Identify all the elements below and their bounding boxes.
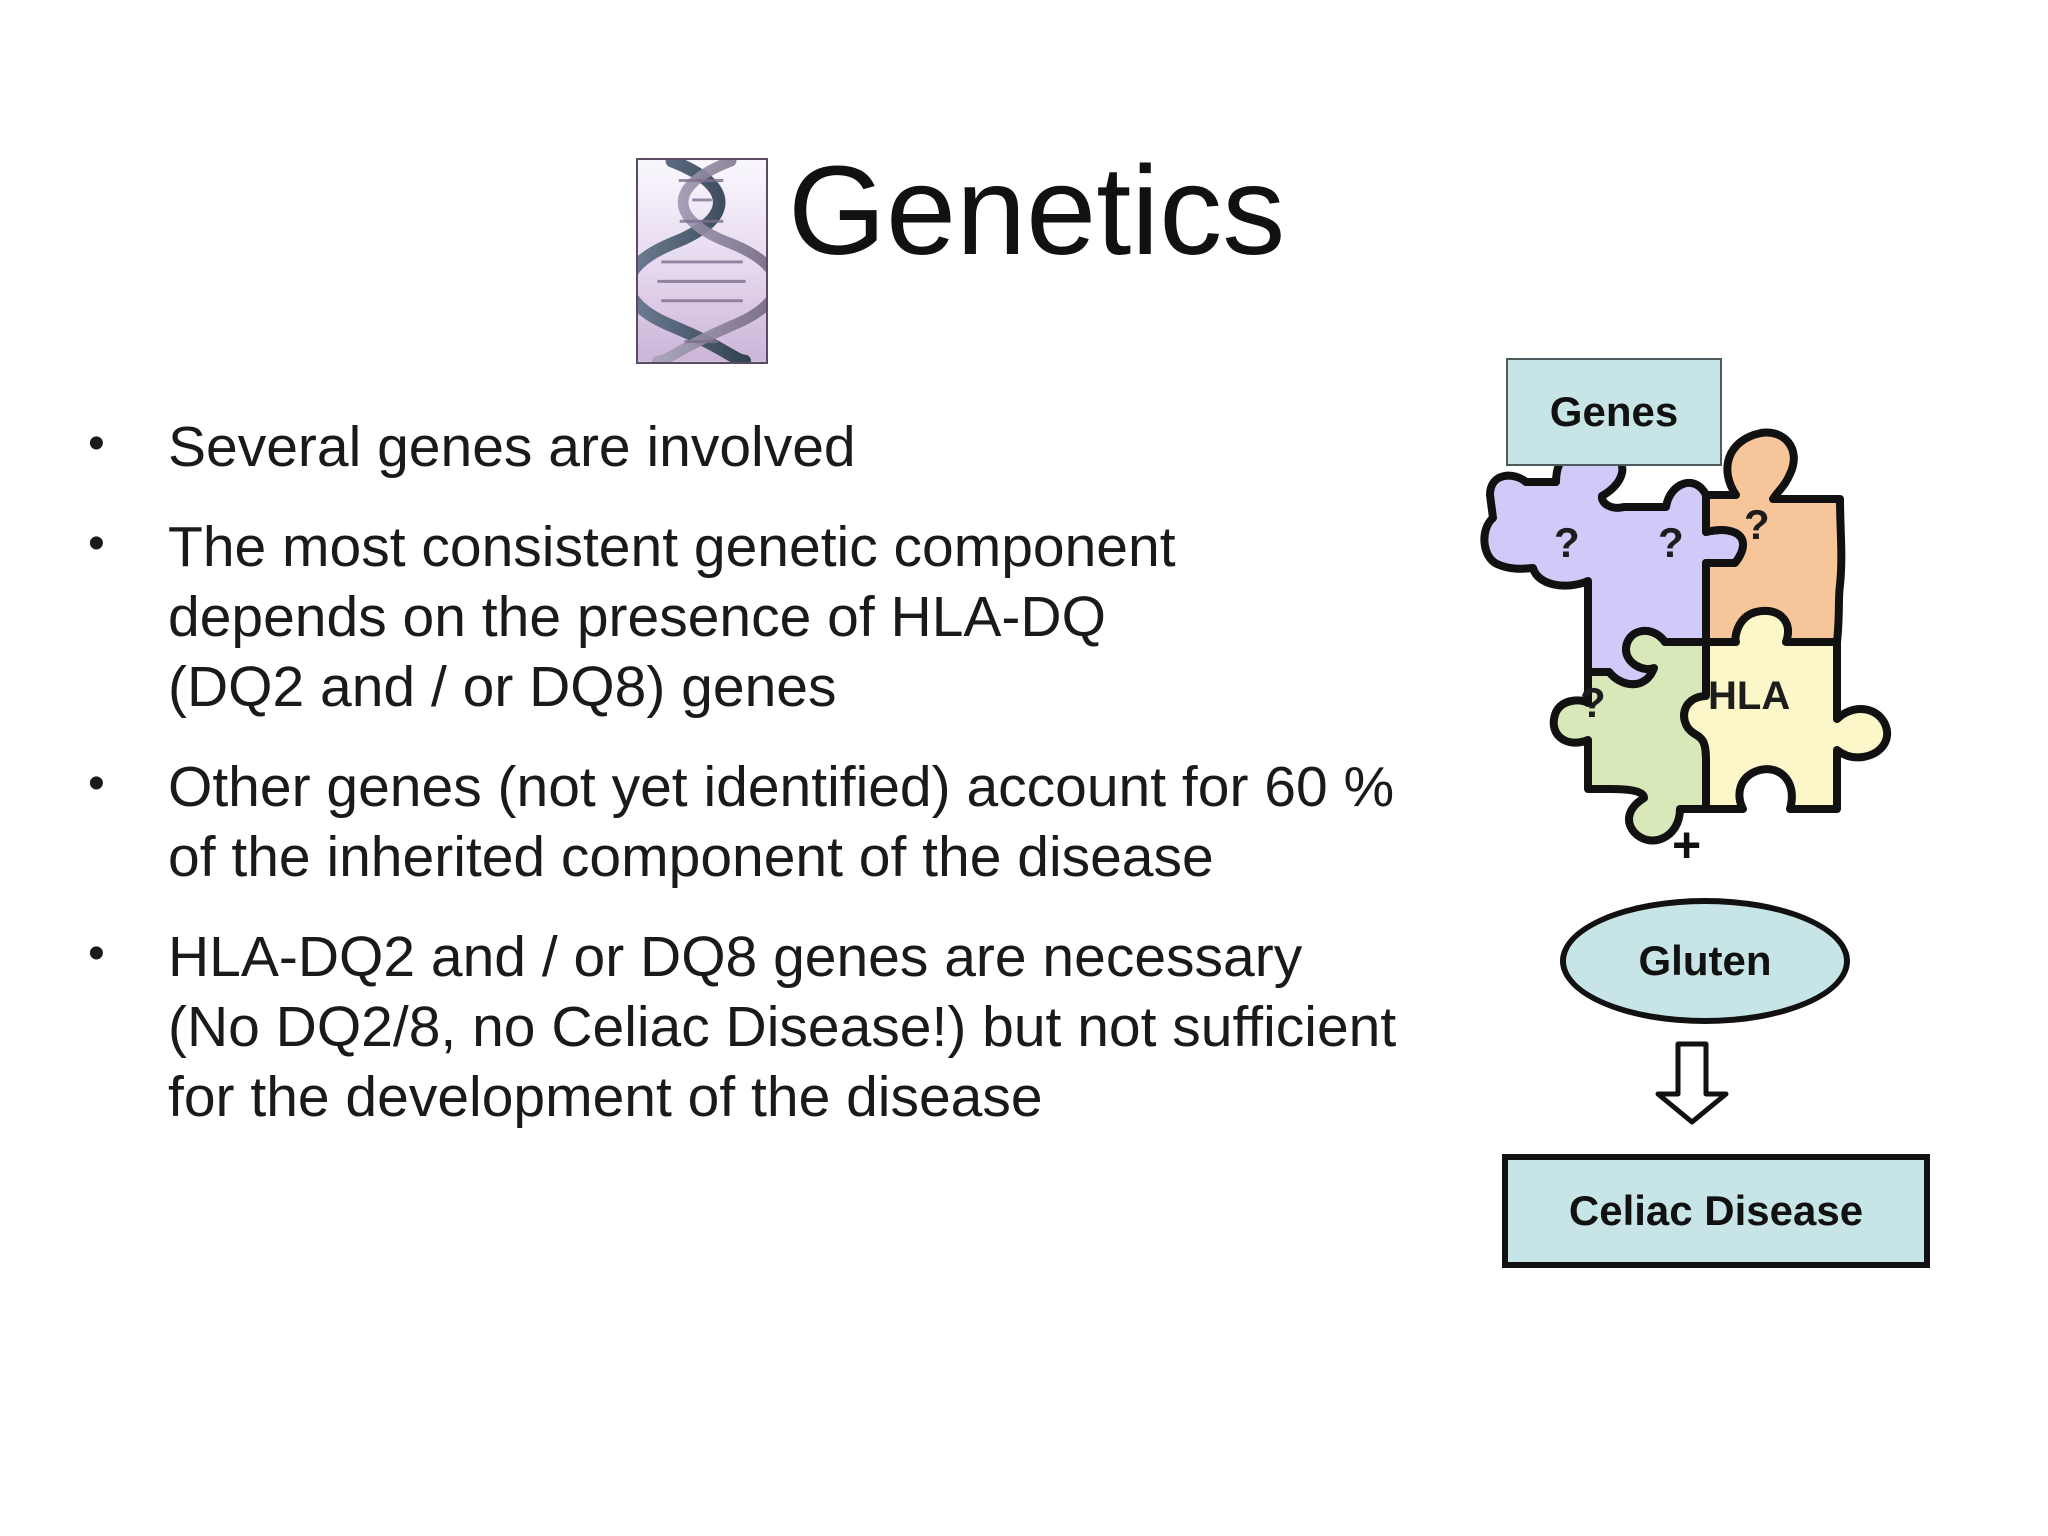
celiac-disease-box: Celiac Disease	[1502, 1154, 1930, 1268]
bullet-item-other-genes: Other genes (not yet identified) account…	[88, 749, 1428, 892]
bullet-line: (No DQ2/8, no Celiac Disease!) but not s…	[168, 995, 1397, 1059]
hla-label: HLA	[1708, 674, 1791, 718]
puzzle-question-label: ?	[1580, 679, 1606, 726]
puzzle-question-label: ?	[1658, 519, 1684, 566]
page-title: Genetics	[788, 140, 1286, 281]
puzzle-question-label: ?	[1744, 501, 1770, 548]
plus-sign: +	[1672, 817, 1702, 873]
bullet-item-several-genes: Several genes are involved	[88, 409, 1428, 482]
bullet-line: Several genes are involved	[168, 415, 856, 479]
bullet-line: of the inherited component of the diseas…	[168, 825, 1214, 889]
down-arrow-icon	[1655, 1041, 1729, 1125]
bullet-line: for the development of the disease	[168, 1065, 1043, 1129]
bullet-list: Several genes are involved The most cons…	[88, 409, 1428, 1162]
gluten-node: Gluten	[1560, 898, 1850, 1024]
bullet-line: (DQ2 and / or DQ8) genes	[168, 655, 837, 719]
title-area: Genetics	[636, 148, 1416, 372]
puzzle-piece-green	[1549, 626, 1710, 845]
bullet-line: depends on the presence of HLA-DQ	[168, 585, 1106, 649]
genes-box: Genes	[1506, 358, 1722, 466]
bullet-line: Other genes (not yet identified) account…	[168, 755, 1395, 819]
puzzle-question-label: ?	[1554, 519, 1580, 566]
genetics-diagram: Genes ? ? ? ? HLA + Gluten Celiac Diseas…	[1430, 350, 1930, 1280]
bullet-item-necessary-not-sufficient: HLA-DQ2 and / or DQ8 genes are necessary…	[88, 919, 1428, 1132]
dna-helix-icon	[636, 158, 768, 364]
puzzle-piece-yellow	[1680, 606, 1892, 813]
bullet-line: HLA-DQ2 and / or DQ8 genes are necessary	[168, 925, 1303, 989]
bullet-item-hla-dq: The most consistent genetic component de…	[88, 509, 1428, 722]
bullet-line: The most consistent genetic component	[168, 515, 1176, 579]
